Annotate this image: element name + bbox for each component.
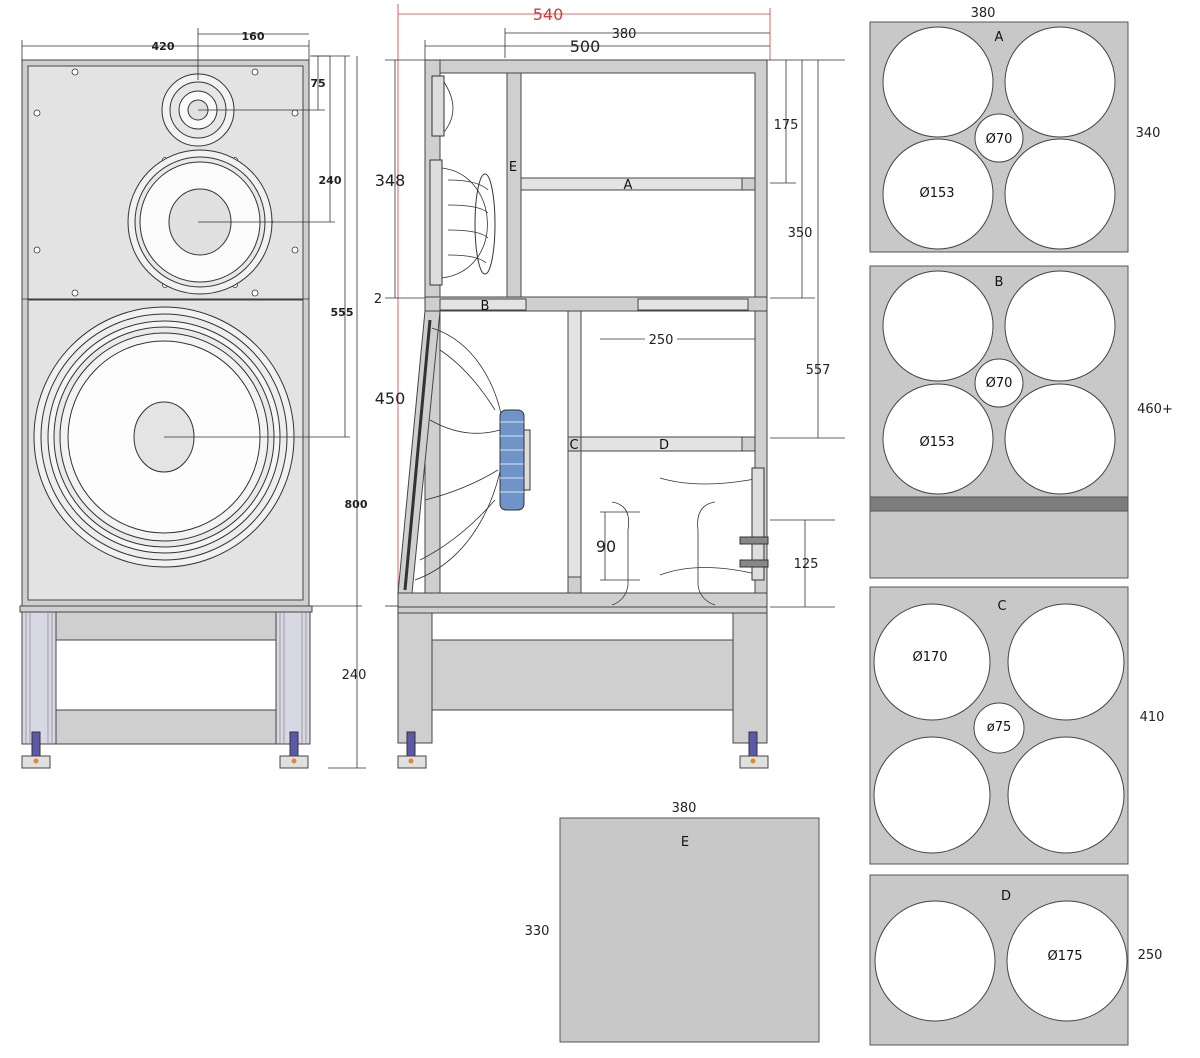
tweeter-offset-dim: 160 (242, 30, 265, 43)
panel-b: B Ø70 Ø153 460+ (869, 265, 1173, 579)
panel-e-letter: E (681, 835, 689, 850)
panel-e-width: 380 (672, 801, 697, 816)
total-height-dim: 800 (345, 498, 368, 511)
panel-d-letter: D (1001, 889, 1011, 904)
side-label-a: A (624, 178, 633, 193)
panel-a-width: 380 (971, 6, 996, 21)
stand-height-dim: 240 (342, 668, 367, 683)
panel-c-letter: C (997, 599, 1006, 614)
side-label-d: D (659, 438, 669, 453)
front-stand (19, 605, 313, 769)
side-label-c: C (569, 438, 578, 453)
panel-a-big-hole: Ø153 (919, 186, 954, 201)
side-midrange-icon (429, 159, 496, 286)
port-125-dim: 125 (794, 557, 819, 572)
bass-port-icon: 90 (596, 467, 769, 606)
side-tweeter-icon (431, 75, 454, 137)
panel-c-big-hole: Ø170 (912, 650, 947, 665)
panel-d: D Ø175 250 (869, 874, 1163, 1046)
lower-557-dim: 557 (806, 363, 831, 378)
bottom-450-dim: 450 (375, 389, 406, 408)
panel-d-height: 250 (1138, 948, 1163, 963)
side-view: 540 380 500 E A B C D (374, 4, 845, 769)
side-label-b: B (481, 299, 490, 314)
panel-c-small-hole: ø75 (987, 720, 1012, 735)
mid-center-dim: 240 (319, 174, 342, 187)
panel-e-height: 330 (525, 924, 550, 939)
port-90-dim: 90 (596, 537, 616, 556)
front-width-dim: 420 (152, 40, 175, 53)
inner-depth-dim: 380 (612, 27, 637, 42)
panel-b-small-hole: Ø70 (986, 376, 1013, 391)
terminal-icon (739, 536, 769, 545)
woofer-center-dim: 555 (331, 306, 354, 319)
dim-250: 250 (649, 333, 674, 348)
side-label-e: E (509, 160, 517, 175)
panel-b-height: 460+ (1137, 402, 1173, 417)
upper-350-dim: 350 (788, 226, 813, 241)
panel-a-height: 340 (1136, 126, 1161, 141)
panel-c: C ø75 Ø170 410 (869, 586, 1165, 865)
panel-d-big-hole: Ø175 (1047, 949, 1082, 964)
top-348-dim: 348 (375, 171, 406, 190)
panel-a: 380 A Ø70 Ø153 340 (869, 6, 1161, 253)
tweeter-top-dim: 75 (310, 77, 325, 90)
panel-a-letter: A (995, 30, 1004, 45)
panel-e: 380 E 330 (525, 801, 820, 1043)
panel-c-height: 410 (1140, 710, 1165, 725)
front-view: 420 160 75 240 555 800 240 (19, 28, 368, 769)
panel-b-letter: B (995, 275, 1004, 290)
shelf-175-dim: 175 (774, 118, 799, 133)
panel-b-big-hole: Ø153 (919, 435, 954, 450)
total-depth-dim: 540 (533, 5, 564, 24)
side-stand (397, 606, 769, 769)
gap-2-dim: 2 (374, 292, 382, 307)
terminal-icon (739, 559, 769, 568)
panel-a-small-hole: Ø70 (986, 132, 1013, 147)
side-woofer-icon (403, 319, 531, 591)
woofer-magnet-icon (499, 409, 525, 511)
depth-500-dim: 500 (570, 37, 601, 56)
